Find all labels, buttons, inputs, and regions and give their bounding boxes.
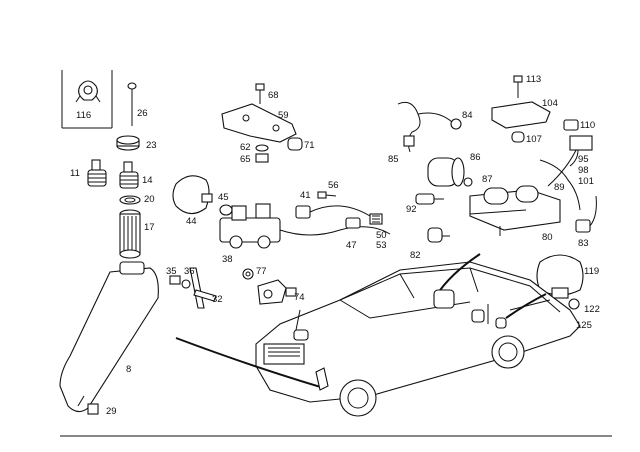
label-98: 98 bbox=[578, 165, 589, 176]
label-71: 71 bbox=[304, 140, 315, 151]
part-26-dipstick[interactable] bbox=[127, 82, 137, 126]
label-53: 53 bbox=[376, 240, 387, 251]
part-122-grommet[interactable] bbox=[568, 298, 580, 310]
part-labels: 116 26 23 11 14 20 17 8 29 35 36 32 44 4… bbox=[70, 74, 600, 417]
label-36: 36 bbox=[184, 266, 195, 277]
part-74-sensor[interactable] bbox=[257, 279, 297, 305]
part-116-clip[interactable] bbox=[75, 80, 101, 103]
label-11: 11 bbox=[70, 168, 80, 179]
part-85-sensor[interactable] bbox=[403, 135, 415, 147]
label-122: 122 bbox=[584, 304, 600, 315]
label-38: 38 bbox=[222, 254, 233, 265]
label-116: 116 bbox=[76, 110, 91, 121]
part-35-nut[interactable] bbox=[169, 275, 181, 285]
label-87: 87 bbox=[482, 174, 493, 185]
part-83-sensor[interactable] bbox=[575, 195, 597, 233]
label-119: 119 bbox=[584, 266, 599, 277]
label-50: 50 bbox=[376, 230, 387, 241]
label-92: 92 bbox=[406, 204, 417, 215]
car-outline bbox=[255, 261, 581, 417]
part-104-bracket[interactable] bbox=[491, 101, 551, 129]
part-62-washer[interactable] bbox=[255, 144, 269, 152]
label-59: 59 bbox=[278, 110, 289, 121]
part-113-bolt[interactable] bbox=[513, 75, 523, 98]
part-32-bracket[interactable] bbox=[181, 267, 217, 309]
label-20: 20 bbox=[144, 194, 155, 205]
label-86: 86 bbox=[470, 152, 481, 163]
part-38-valve-unit[interactable] bbox=[219, 203, 391, 249]
label-8: 8 bbox=[126, 364, 131, 375]
part-50-connector[interactable] bbox=[369, 213, 383, 225]
label-17: 17 bbox=[144, 222, 155, 233]
label-65: 65 bbox=[240, 154, 251, 165]
label-104: 104 bbox=[542, 98, 558, 109]
part-56-bolt[interactable] bbox=[317, 191, 337, 199]
label-35: 35 bbox=[166, 266, 177, 277]
part-17-filter[interactable] bbox=[119, 209, 141, 259]
label-80: 80 bbox=[542, 232, 553, 243]
part-20-seal[interactable] bbox=[119, 195, 141, 205]
label-44: 44 bbox=[186, 216, 197, 227]
label-125: 125 bbox=[576, 320, 592, 331]
label-110: 110 bbox=[580, 120, 595, 131]
label-29: 29 bbox=[106, 406, 117, 417]
label-95: 95 bbox=[578, 154, 589, 165]
label-107: 107 bbox=[526, 134, 542, 145]
label-45: 45 bbox=[218, 192, 229, 203]
label-82: 82 bbox=[410, 250, 421, 261]
label-47: 47 bbox=[346, 240, 357, 251]
label-62: 62 bbox=[240, 142, 251, 153]
label-101: 101 bbox=[578, 176, 594, 187]
label-84: 84 bbox=[462, 110, 473, 121]
label-85: 85 bbox=[388, 154, 399, 165]
part-87-seal[interactable] bbox=[463, 177, 473, 187]
label-56: 56 bbox=[328, 180, 339, 191]
part-14-fitting[interactable] bbox=[119, 161, 139, 189]
part-89-cable[interactable] bbox=[539, 159, 581, 211]
part-11-fitting[interactable] bbox=[87, 159, 107, 187]
part-8-reservoir[interactable] bbox=[59, 261, 159, 415]
label-32: 32 bbox=[212, 294, 223, 305]
car-mounted-parts bbox=[293, 289, 507, 391]
part-77-grommet[interactable] bbox=[242, 268, 254, 280]
part-86-pump[interactable] bbox=[427, 157, 465, 187]
part-80-pump-assembly[interactable] bbox=[469, 145, 579, 236]
part-119-accumulator[interactable] bbox=[536, 254, 584, 299]
part-82-valve[interactable] bbox=[427, 227, 450, 243]
part-47-plug[interactable] bbox=[345, 217, 361, 229]
part-65-nut[interactable] bbox=[255, 153, 269, 163]
part-71-bushing[interactable] bbox=[287, 137, 303, 151]
label-89: 89 bbox=[554, 182, 565, 193]
inset-frame bbox=[61, 70, 113, 129]
label-74: 74 bbox=[294, 292, 305, 303]
part-23-cap[interactable] bbox=[116, 135, 140, 151]
part-41-sensor[interactable] bbox=[295, 205, 371, 219]
label-23: 23 bbox=[146, 140, 157, 151]
label-113: 113 bbox=[526, 74, 541, 85]
label-83: 83 bbox=[578, 238, 589, 249]
part-59-bracket[interactable] bbox=[221, 103, 297, 143]
part-95-connector[interactable] bbox=[569, 135, 593, 167]
part-107-bushing[interactable] bbox=[511, 131, 525, 143]
part-92-valve[interactable] bbox=[415, 193, 444, 205]
part-68-bolt[interactable] bbox=[255, 83, 265, 104]
label-77: 77 bbox=[256, 266, 267, 277]
label-26: 26 bbox=[137, 108, 148, 119]
part-44-accumulator[interactable] bbox=[172, 175, 213, 215]
label-41: 41 bbox=[300, 190, 311, 201]
label-68: 68 bbox=[268, 90, 279, 101]
part-110-relay[interactable] bbox=[563, 119, 579, 131]
label-14: 14 bbox=[142, 175, 153, 186]
